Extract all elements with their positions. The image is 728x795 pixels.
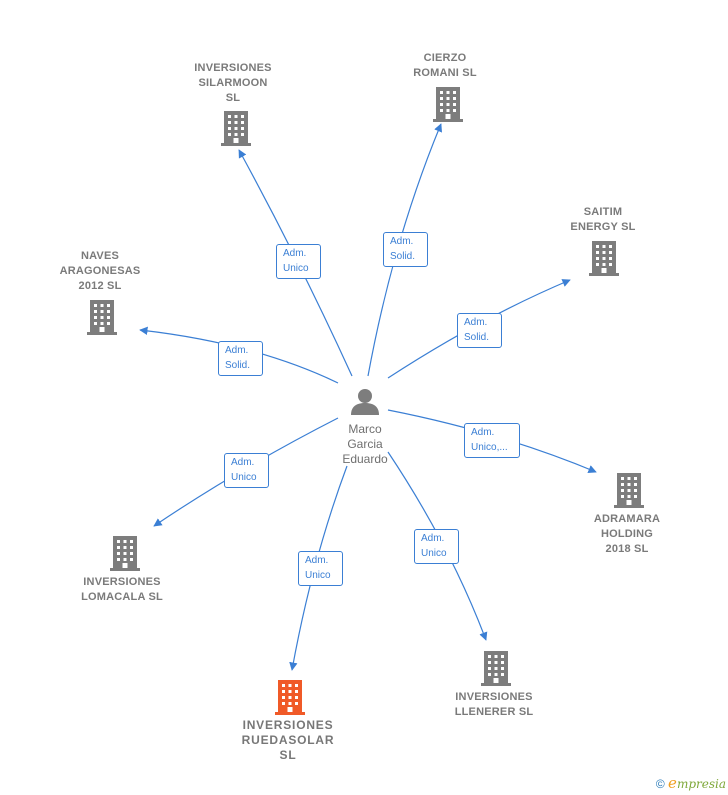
relation-label-naves-aragonesas[interactable]: Adm. Solid. xyxy=(218,341,263,376)
company-name-inversiones-ruedasolar[interactable]: INVERSIONES RUEDASOLAR SL xyxy=(241,718,335,762)
company-name-cierzo-romani[interactable]: CIERZO ROMANI SL xyxy=(413,52,477,79)
building-icon[interactable] xyxy=(110,536,140,571)
building-icon[interactable] xyxy=(433,87,463,122)
company-name-naves-aragonesas[interactable]: NAVES ARAGONESAS 2012 SL xyxy=(59,250,141,292)
building-icon[interactable] xyxy=(275,680,305,715)
building-icon[interactable] xyxy=(221,111,251,146)
building-icon[interactable] xyxy=(481,651,511,686)
center-person-name[interactable]: Marco Garcia Eduardo xyxy=(342,422,388,466)
relation-label-inversiones-silarmoon[interactable]: Adm. Unico xyxy=(276,244,321,279)
company-name-saitim-energy[interactable]: SAITIM ENERGY SL xyxy=(570,206,636,233)
relation-label-inversiones-lomacala[interactable]: Adm. Unico xyxy=(224,453,269,488)
relation-label-cierzo-romani[interactable]: Adm. Solid. xyxy=(383,232,428,267)
person-icon xyxy=(351,389,379,415)
building-icon[interactable] xyxy=(589,241,619,276)
company-name-inversiones-silarmoon[interactable]: INVERSIONES SILARMOON SL xyxy=(194,62,272,104)
relation-label-inversiones-ruedasolar[interactable]: Adm. Unico xyxy=(298,551,343,586)
relation-label-adramara-holding[interactable]: Adm. Unico,... xyxy=(464,423,520,458)
building-icon[interactable] xyxy=(614,473,644,508)
copyright-symbol: © xyxy=(655,777,665,791)
empresia-logo[interactable]: empresia xyxy=(668,774,726,792)
building-icon[interactable] xyxy=(87,300,117,335)
company-name-adramara-holding[interactable]: ADRAMARA HOLDING 2018 SL xyxy=(593,513,661,555)
footer-brand: © empresia xyxy=(656,774,726,792)
relation-label-inversiones-llenerer[interactable]: Adm. Unico xyxy=(414,529,459,564)
company-name-inversiones-llenerer[interactable]: INVERSIONES LLENERER SL xyxy=(454,691,534,718)
relation-label-saitim-energy[interactable]: Adm. Solid. xyxy=(457,313,502,348)
company-name-inversiones-lomacala[interactable]: INVERSIONES LOMACALA SL xyxy=(81,576,163,603)
